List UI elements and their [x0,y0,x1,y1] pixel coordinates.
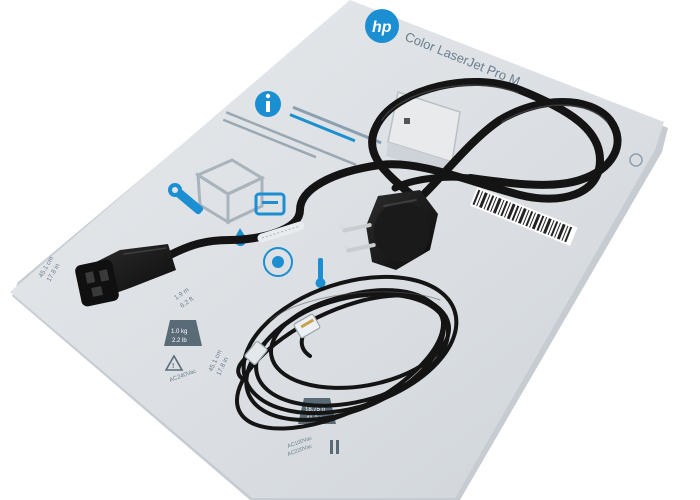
sheet-corner-icon [629,153,643,167]
rj11-connector [293,313,321,339]
schuko-plug [339,190,438,270]
sun-icon [263,247,293,277]
thermometer-icon [315,258,326,288]
instruction-sheet [10,0,664,498]
weight-label-a: 1.0 kg 2.2 lb [164,320,202,346]
hp-logo: hp [365,9,399,43]
tool-icons [330,440,339,454]
fine-print [222,105,382,166]
iec-connector [75,244,176,307]
svg-text:1.0 kg: 1.0 kg [171,329,187,335]
info-icon [255,91,281,117]
wrench-icon [168,183,204,215]
printer-icon [254,192,286,216]
hp-logo-text: hp [372,19,392,36]
barcode-icon [469,186,578,246]
svg-text:!: ! [172,363,174,370]
warning-icon: ! [164,354,184,371]
svg-text:18.75 g: 18.75 g [305,407,325,413]
power-cord [166,78,622,259]
rj11-connector-2 [244,341,268,365]
telephone-cable [234,274,459,431]
svg-text:2.2 lb: 2.2 lb [172,338,187,344]
box-icon [194,158,266,225]
